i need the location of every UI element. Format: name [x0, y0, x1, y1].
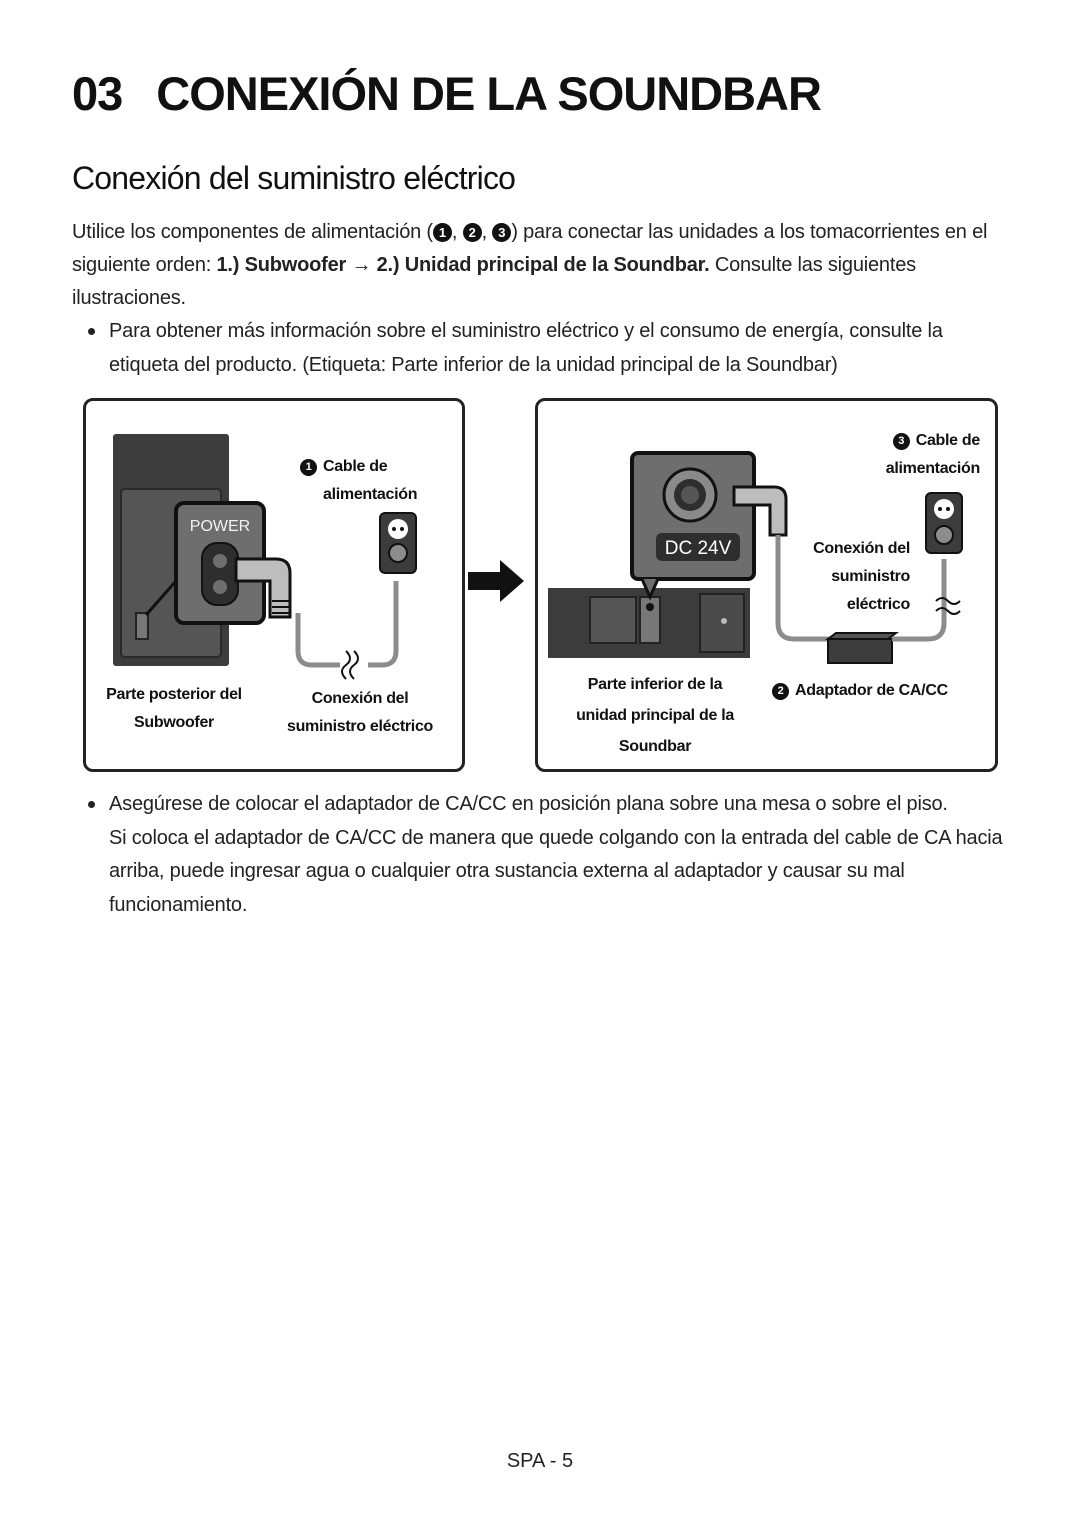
- intro-paragraph: Utilice los componentes de alimentación …: [72, 216, 1012, 315]
- ac-cable: [892, 559, 947, 642]
- power-connection-label: Conexión del suministro eléctrico: [272, 685, 448, 741]
- ac-dc-adapter: [827, 638, 893, 664]
- label-line: Cable de: [323, 458, 388, 475]
- chapter-number: 03: [72, 67, 123, 120]
- label-line: suministro: [831, 568, 910, 585]
- dc-badge: [656, 533, 740, 561]
- power-connection-label: Conexión del suministro eléctrico: [778, 535, 910, 619]
- marker-1: 1: [432, 223, 452, 242]
- dc-cable: [775, 535, 832, 642]
- warning-text: Si coloca el adaptador de CA/CC de maner…: [109, 826, 1003, 916]
- arrow-right-icon: [468, 560, 524, 602]
- soundbar-bottom-label: Parte inferior de la unidad principal de …: [552, 669, 758, 762]
- label-line: alimentación: [323, 486, 418, 503]
- warning-text: Asegúrese de colocar el adaptador de CA/…: [109, 793, 948, 815]
- power-label: POWER: [190, 518, 250, 535]
- label-line: Parte posterior del: [106, 686, 242, 703]
- label-line: alimentación: [885, 460, 981, 477]
- label-line: Soundbar: [618, 738, 692, 755]
- marker-1: 1: [300, 459, 317, 476]
- chapter-title: 03 CONEXIÓN DE LA SOUNDBAR: [72, 66, 822, 121]
- ac-symbol: [341, 650, 359, 680]
- soundbar-figure: DC 24V 3 Cable de alimentación Conexión de…: [535, 398, 998, 772]
- cable-label-left: 1 Cable de alimentación: [300, 453, 418, 509]
- chapter-name: CONEXIÓN DE LA SOUNDBAR: [156, 67, 822, 120]
- subwoofer-figure: POWER 1 Cable de alimentación Parte poster…: [83, 398, 465, 772]
- section-title: Conexión del suministro eléctrico: [72, 160, 516, 196]
- page-number: SPA - 5: [506, 1450, 574, 1472]
- power-cable: [295, 613, 340, 668]
- warning-bullet: Asegúrese de colocar el adaptador de CA/…: [88, 788, 1009, 922]
- label-line: Cable de: [915, 432, 981, 449]
- label-line: Conexión del: [311, 690, 409, 707]
- label-line: unidad principal de la: [576, 707, 734, 724]
- intro-text: ) para conectar las unidades a los tomac…: [72, 221, 988, 276]
- subwoofer-socket-small: [135, 612, 149, 640]
- marker-2: 2: [772, 683, 789, 700]
- info-bullet: Para obtener más información sobre el su…: [88, 315, 1009, 382]
- label-line: eléctrico: [846, 596, 910, 613]
- label-line: Parte inferior de la: [587, 676, 723, 693]
- marker-2: 2: [462, 223, 482, 242]
- intro-text: Consulte las siguientes ilustraciones.: [72, 254, 916, 309]
- label-line: Conexión del: [813, 540, 910, 557]
- soundbar-illustration: DC 24V: [548, 451, 963, 664]
- intro-separator: ,: [481, 221, 493, 243]
- ac-symbol: [935, 597, 961, 615]
- dc-plug: [732, 485, 788, 537]
- power-plug: [234, 557, 292, 619]
- connection-order: 1.) Subwoofer → 2.) Unidad principal de …: [216, 254, 710, 276]
- intro-text: Utilice los componentes de alimentación …: [72, 221, 433, 243]
- dc-label: DC 24V: [665, 538, 732, 559]
- label-line: Adaptador de CA/CC: [795, 682, 948, 699]
- marker-3: 3: [892, 433, 910, 450]
- intro-separator: ,: [451, 221, 463, 243]
- label-line: Subwoofer: [134, 714, 214, 731]
- cable-label-right: 3 Cable de alimentación: [838, 427, 981, 483]
- label-line: suministro eléctrico: [286, 718, 434, 735]
- subwoofer-illustration: POWER: [113, 434, 417, 680]
- adapter-label: 2 Adaptador de CA/CC: [772, 677, 948, 705]
- marker-3: 3: [492, 223, 512, 242]
- power-socket: [201, 542, 239, 606]
